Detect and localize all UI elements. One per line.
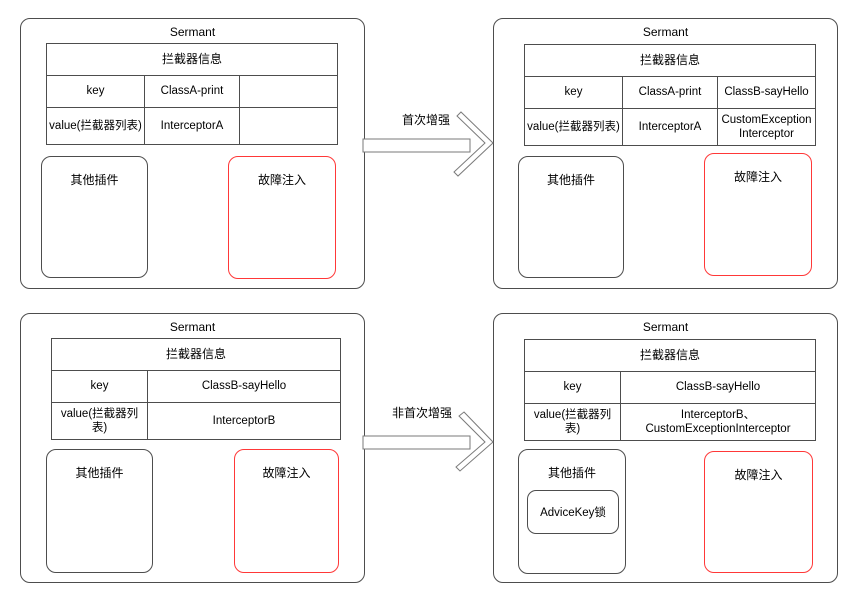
fault-injection-box: 故障注入 (234, 449, 339, 573)
table-cell-key-2: ClassB-sayHello (717, 76, 815, 108)
arrow-head (453, 111, 494, 177)
table-cell-key-1: ClassA-print (622, 76, 717, 108)
arrow-shaft (362, 138, 471, 153)
panel-title: Sermant (642, 25, 689, 39)
advice-key-lock-box: AdviceKey锁 (527, 490, 619, 534)
fault-injection-box: 故障注入 (704, 451, 813, 573)
interceptor-table: 拦截器信息 key ClassB-sayHello value(拦截器列表) I… (524, 339, 816, 441)
table-header: 拦截器信息 (165, 347, 226, 361)
table-header: 拦截器信息 (161, 52, 222, 66)
table-cell-value-label: value(拦截器列表) (525, 108, 622, 145)
table-cell-value-2: CustomExceptionInterceptor (717, 108, 815, 145)
table-cell-key-label: key (525, 76, 622, 108)
arrow-label: 首次增强 (402, 113, 450, 127)
arrow-shaft (362, 435, 471, 450)
other-plugin-box: 其他插件 (41, 156, 148, 278)
table-cell-key-label: key (47, 75, 144, 107)
table-cell-value-label: value(拦截器列表) (525, 403, 620, 440)
other-plugin-box: 其他插件 (46, 449, 153, 573)
table-cell-key-1: ClassB-sayHello (620, 371, 815, 403)
table-cell-value-1: InterceptorA (622, 108, 717, 145)
other-plugin-box: 其他插件 AdviceKey锁 (518, 449, 626, 574)
first-enhancement-arrow: 首次增强 (362, 111, 494, 177)
table-cell-key-label: key (525, 371, 620, 403)
fault-injection-box: 故障注入 (704, 153, 812, 276)
panel-title: Sermant (642, 320, 689, 334)
other-plugin-box: 其他插件 (518, 156, 624, 278)
table-cell-value-1: InterceptorB (147, 402, 340, 439)
table-cell-key-1: ClassB-sayHello (147, 370, 340, 402)
other-plugin-label: 其他插件 (547, 466, 596, 480)
sermant-panel-top-right: Sermant 拦截器信息 key ClassA-print ClassB-sa… (493, 18, 838, 289)
table-cell-value-1: InterceptorA (144, 107, 239, 144)
arrow-label: 非首次增强 (392, 406, 452, 420)
table-cell-value-label: value(拦截器列表) (47, 107, 144, 144)
table-cell-value-2 (239, 107, 337, 144)
sermant-panel-top-left: Sermant 拦截器信息 key ClassA-print value(拦截器… (20, 18, 365, 289)
panel-title: Sermant (169, 25, 216, 39)
interceptor-table: 拦截器信息 key ClassA-print value(拦截器列表) Inte… (46, 43, 338, 145)
panel-title: Sermant (169, 320, 216, 334)
interceptor-table: 拦截器信息 key ClassA-print ClassB-sayHello v… (524, 44, 816, 146)
interceptor-table: 拦截器信息 key ClassB-sayHello value(拦截器列表) I… (51, 338, 341, 440)
table-cell-key-1: ClassA-print (144, 75, 239, 107)
table-header: 拦截器信息 (639, 348, 700, 362)
arrow-head (455, 411, 494, 472)
table-cell-key-2 (239, 75, 337, 107)
table-cell-key-label: key (52, 370, 147, 402)
table-header: 拦截器信息 (639, 53, 700, 67)
sermant-panel-bottom-right: Sermant 拦截器信息 key ClassB-sayHello value(… (493, 313, 838, 583)
table-cell-value-label: value(拦截器列表) (52, 402, 147, 439)
table-cell-value-1: InterceptorB、CustomExceptionInterceptor (620, 403, 815, 440)
fault-injection-box: 故障注入 (228, 156, 336, 279)
non-first-enhancement-arrow: 非首次增强 (362, 406, 494, 472)
sermant-panel-bottom-left: Sermant 拦截器信息 key ClassB-sayHello value(… (20, 313, 365, 583)
